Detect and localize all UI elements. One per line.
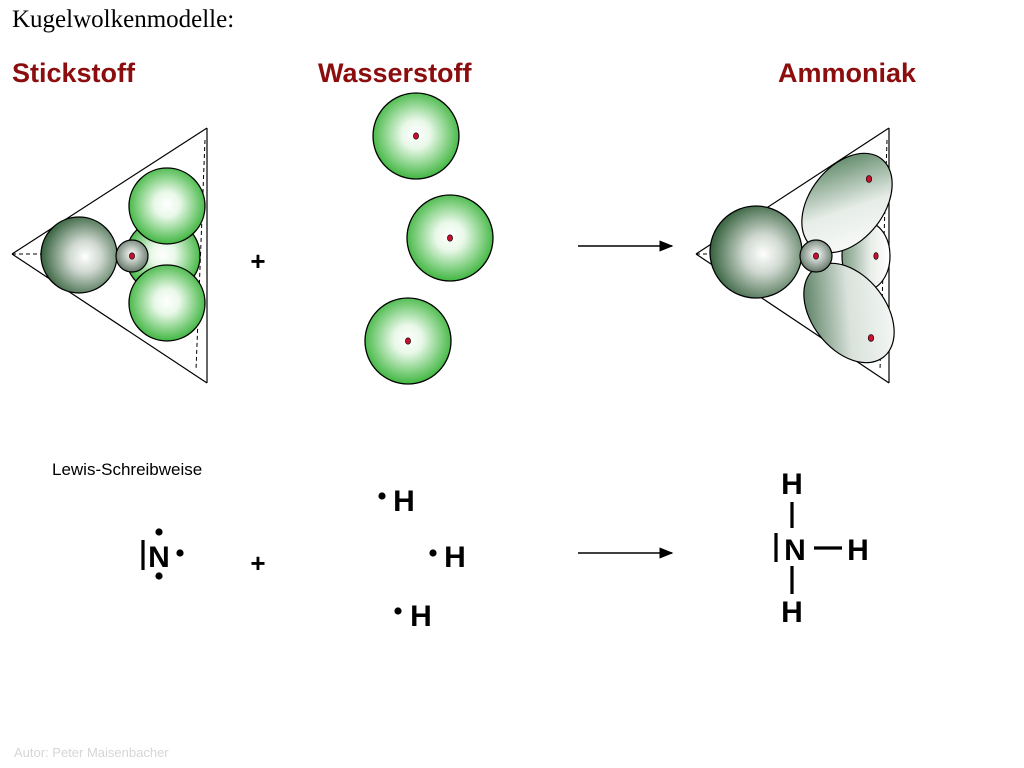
electron-dot-top <box>155 528 163 536</box>
electron-dot-h1 <box>378 492 386 500</box>
proton-bottom <box>867 334 875 342</box>
proton-back <box>873 252 879 260</box>
lewis-nitrogen: N <box>141 528 184 580</box>
lewis-hydrogens: H H H <box>378 485 466 633</box>
lewis-hydrogen-3: H <box>410 600 432 633</box>
ammonia-hydrogen-bottom: H <box>781 596 803 629</box>
nitrogen-nucleus <box>129 252 135 260</box>
plus-sign-lewis: + <box>250 548 265 578</box>
lewis-hydrogen-1: H <box>393 485 415 518</box>
electron-dot-right <box>176 549 184 557</box>
ammonia-sphere-model <box>695 127 895 384</box>
lewis-hydrogen-2: H <box>444 541 466 574</box>
hydrogen-atom-1 <box>372 92 460 180</box>
plus-sign-model: + <box>250 246 265 276</box>
nitrogen-tetrahedron-outline <box>11 127 208 384</box>
proton-top <box>865 175 873 183</box>
nitrogen-orbital-top <box>128 167 206 245</box>
ammonia-nitrogen-nucleus <box>813 252 819 260</box>
lewis-ammonia: H N H H <box>774 468 869 629</box>
ammonia-hydrogen-right: H <box>847 534 869 567</box>
ammonia-lone-pair-orbital <box>709 205 803 299</box>
lewis-nitrogen-symbol: N <box>148 541 170 574</box>
electron-dot-h3 <box>394 607 402 615</box>
electron-dot-bottom <box>155 572 163 580</box>
slide-title: Kugelwolkenmodelle: <box>12 6 235 33</box>
nitrogen-sphere-model <box>11 127 208 384</box>
ammonia-hydrogen-top: H <box>781 468 803 501</box>
hydrogen-atom-3 <box>364 297 452 385</box>
ammonia-nitrogen-symbol: N <box>784 534 806 567</box>
nitrogen-orbital-bottom <box>128 264 206 342</box>
electron-dot-h2 <box>429 549 437 557</box>
hydrogen-sphere-model <box>364 92 494 385</box>
heading-hydrogen: Wasserstoff <box>318 58 472 88</box>
heading-ammonia: Ammoniak <box>778 58 917 88</box>
nitrogen-lone-pair-orbital <box>40 216 118 294</box>
heading-nitrogen: Stickstoff <box>12 58 136 88</box>
lewis-notation-label: Lewis-Schreibweise <box>52 460 203 479</box>
author-credit: Autor: Peter Maisenbacher <box>14 745 169 760</box>
hydrogen-atom-2 <box>406 194 494 282</box>
